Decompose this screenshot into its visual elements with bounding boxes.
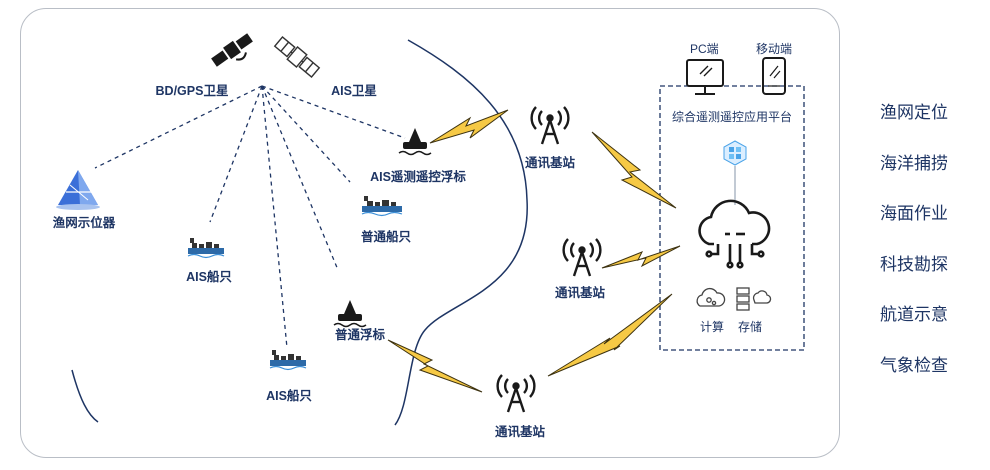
application-item: 渔网定位 bbox=[880, 103, 948, 122]
fishing-marker-icon bbox=[56, 170, 100, 210]
platform-box bbox=[659, 85, 805, 351]
application-item: 航道示意 bbox=[880, 305, 948, 324]
tower-icon bbox=[562, 238, 602, 277]
lightning-bolt bbox=[591, 131, 677, 209]
application-item: 科技勘探 bbox=[880, 254, 948, 274]
ais-buoy-label: AIS遥测遥控浮标 bbox=[370, 170, 466, 184]
normal-ship-label: 普通船只 bbox=[360, 230, 412, 244]
pc-label: PC端 bbox=[690, 42, 719, 56]
satellite-icon bbox=[211, 33, 253, 67]
lightning-links bbox=[387, 109, 681, 393]
application-item: 海洋捕捞 bbox=[880, 153, 948, 173]
ais-ship-label: AIS船只 bbox=[266, 389, 312, 403]
ship-icon bbox=[187, 238, 225, 259]
lightning-bolt bbox=[601, 245, 681, 269]
satellite-icon bbox=[273, 35, 321, 79]
normal-buoy-label: 普通浮标 bbox=[334, 328, 386, 342]
ais-satellite-label: AIS卫星 bbox=[331, 84, 377, 98]
ship-icon bbox=[269, 350, 307, 371]
lightning-bolt bbox=[387, 339, 483, 393]
coastline-left bbox=[71, 369, 99, 423]
storage-label: 存储 bbox=[738, 320, 763, 334]
buoy-icon bbox=[333, 300, 367, 328]
storage-icon bbox=[736, 287, 772, 311]
platform-title: 综合遥测遥控应用平台 bbox=[672, 110, 793, 124]
tower-icon bbox=[496, 374, 536, 413]
bdgps-satellite-label: BD/GPS卫星 bbox=[155, 84, 229, 98]
ship-icon bbox=[361, 196, 403, 217]
mobile-label: 移动端 bbox=[756, 42, 793, 56]
station-label-middle: 通讯基站 bbox=[554, 286, 606, 300]
app-cube-icon bbox=[723, 140, 747, 166]
buoy-icon bbox=[398, 128, 432, 156]
compute-label: 计算 bbox=[700, 320, 725, 334]
station-label-top: 通讯基站 bbox=[524, 156, 576, 170]
application-item: 气象检查 bbox=[880, 355, 948, 375]
monitor-icon bbox=[686, 59, 724, 95]
cloud-icon bbox=[698, 199, 771, 269]
phone-icon bbox=[762, 57, 786, 95]
application-list: 渔网定位 海洋捕捞 海面作业 科技勘探 航道示意 气象检查 bbox=[880, 100, 948, 403]
ais-ship-label: AIS船只 bbox=[186, 270, 232, 284]
diagram-frame bbox=[20, 8, 840, 458]
lightning-bolt bbox=[547, 293, 673, 377]
satellite-links bbox=[94, 85, 406, 349]
tower-icon bbox=[530, 106, 570, 145]
fishing-marker-label: 渔网示位器 bbox=[52, 216, 116, 230]
station-label-bottom: 通讯基站 bbox=[494, 425, 546, 439]
application-item: 海面作业 bbox=[880, 204, 948, 223]
lightning-bolt bbox=[429, 109, 509, 144]
compute-icon bbox=[696, 287, 726, 307]
coastline bbox=[394, 39, 528, 426]
